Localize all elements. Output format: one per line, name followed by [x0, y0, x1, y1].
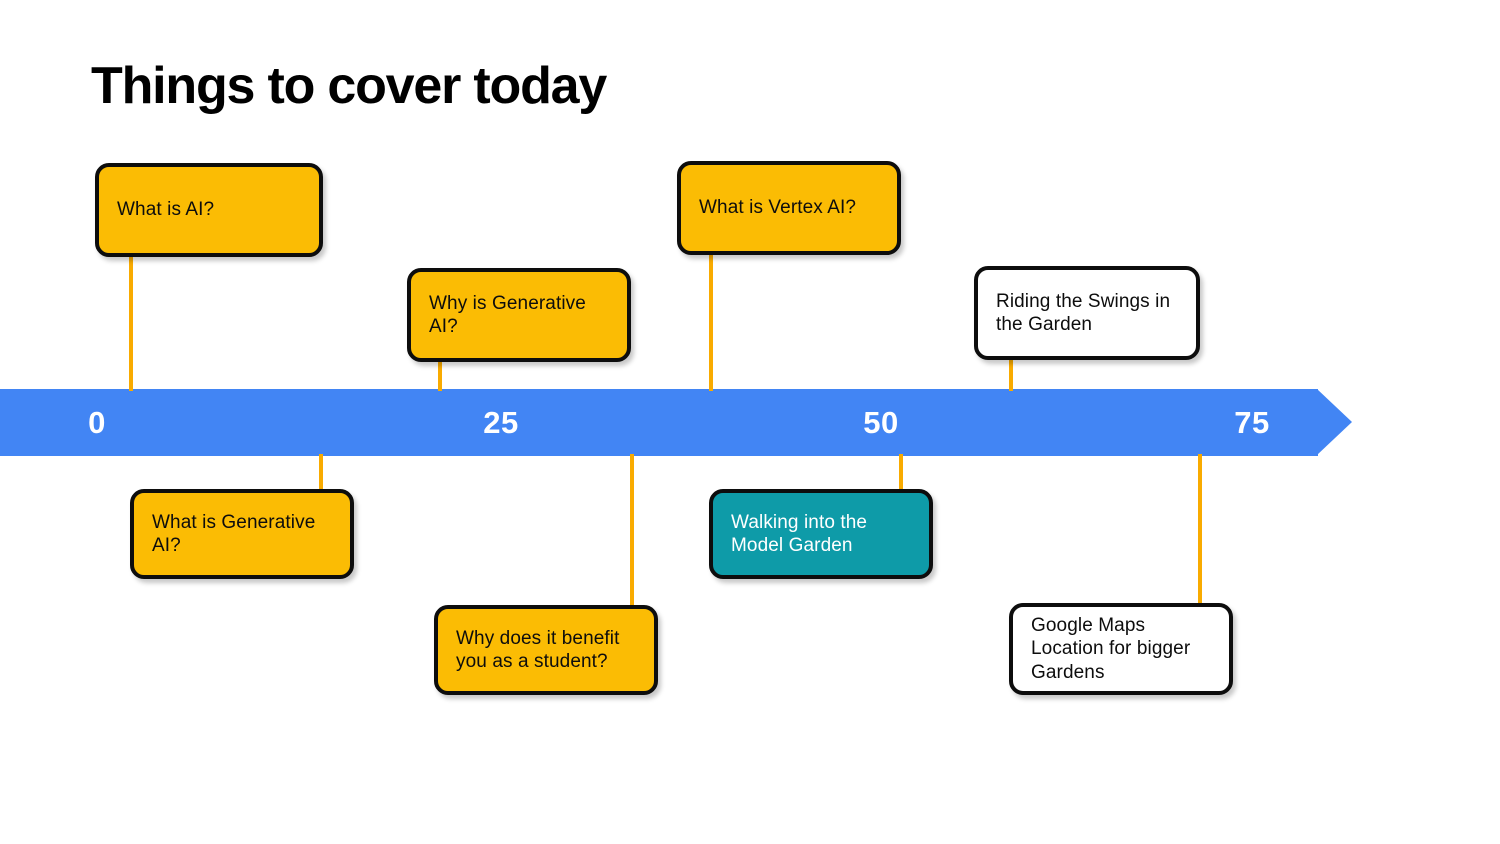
connector-line-google-maps-location [1198, 454, 1202, 604]
milestone-card-what-is-ai[interactable]: What is AI? [95, 163, 323, 257]
connector-line-walking-into-model-garden [899, 454, 903, 490]
milestone-label-what-is-ai: What is AI? [117, 199, 215, 221]
timeline-axis: 0 25 50 75 [0, 389, 1352, 456]
axis-tick-75: 75 [1234, 404, 1270, 440]
axis-tick-25: 25 [483, 404, 519, 440]
connector-line-why-does-it-benefit [630, 454, 634, 606]
milestone-card-google-maps-location[interactable]: Google Maps Location for bigger Gardens [1009, 603, 1233, 695]
connector-line-what-is-ai [129, 257, 133, 391]
milestone-label-walking-into-model-garden: Walking into the Model Garden [731, 511, 868, 556]
milestone-card-why-does-it-benefit[interactable]: Why does it benefit you as a student? [434, 605, 658, 695]
milestone-card-riding-the-swings[interactable]: Riding the Swings in the Garden [974, 266, 1200, 360]
milestone-label-what-is-generative-ai: What is Generative AI? [152, 511, 316, 556]
milestone-card-walking-into-model-garden[interactable]: Walking into the Model Garden [709, 489, 933, 579]
connector-line-why-is-generative-ai [438, 362, 442, 391]
milestone-label-why-does-it-benefit: Why does it benefit you as a student? [456, 627, 620, 672]
milestone-card-what-is-generative-ai[interactable]: What is Generative AI? [130, 489, 354, 579]
milestone-card-what-is-vertex-ai[interactable]: What is Vertex AI? [677, 161, 901, 255]
milestone-label-why-is-generative-ai: Why is Generative AI? [429, 292, 586, 337]
axis-tick-0: 0 [88, 404, 106, 440]
connector-line-what-is-generative-ai [319, 454, 323, 490]
milestone-label-google-maps-location: Google Maps Location for bigger Gardens [1031, 615, 1191, 683]
page-title: Things to cover today [91, 57, 607, 115]
axis-tick-50: 50 [863, 404, 899, 440]
timeline-arrow-icon [1317, 389, 1352, 455]
milestone-label-what-is-vertex-ai: What is Vertex AI? [699, 197, 857, 219]
timeline-bar [0, 389, 1318, 456]
connector-line-riding-the-swings [1009, 360, 1013, 391]
milestone-label-riding-the-swings: Riding the Swings in the Garden [996, 290, 1171, 335]
connector-line-what-is-vertex-ai [709, 255, 713, 391]
milestone-card-why-is-generative-ai[interactable]: Why is Generative AI? [407, 268, 631, 362]
